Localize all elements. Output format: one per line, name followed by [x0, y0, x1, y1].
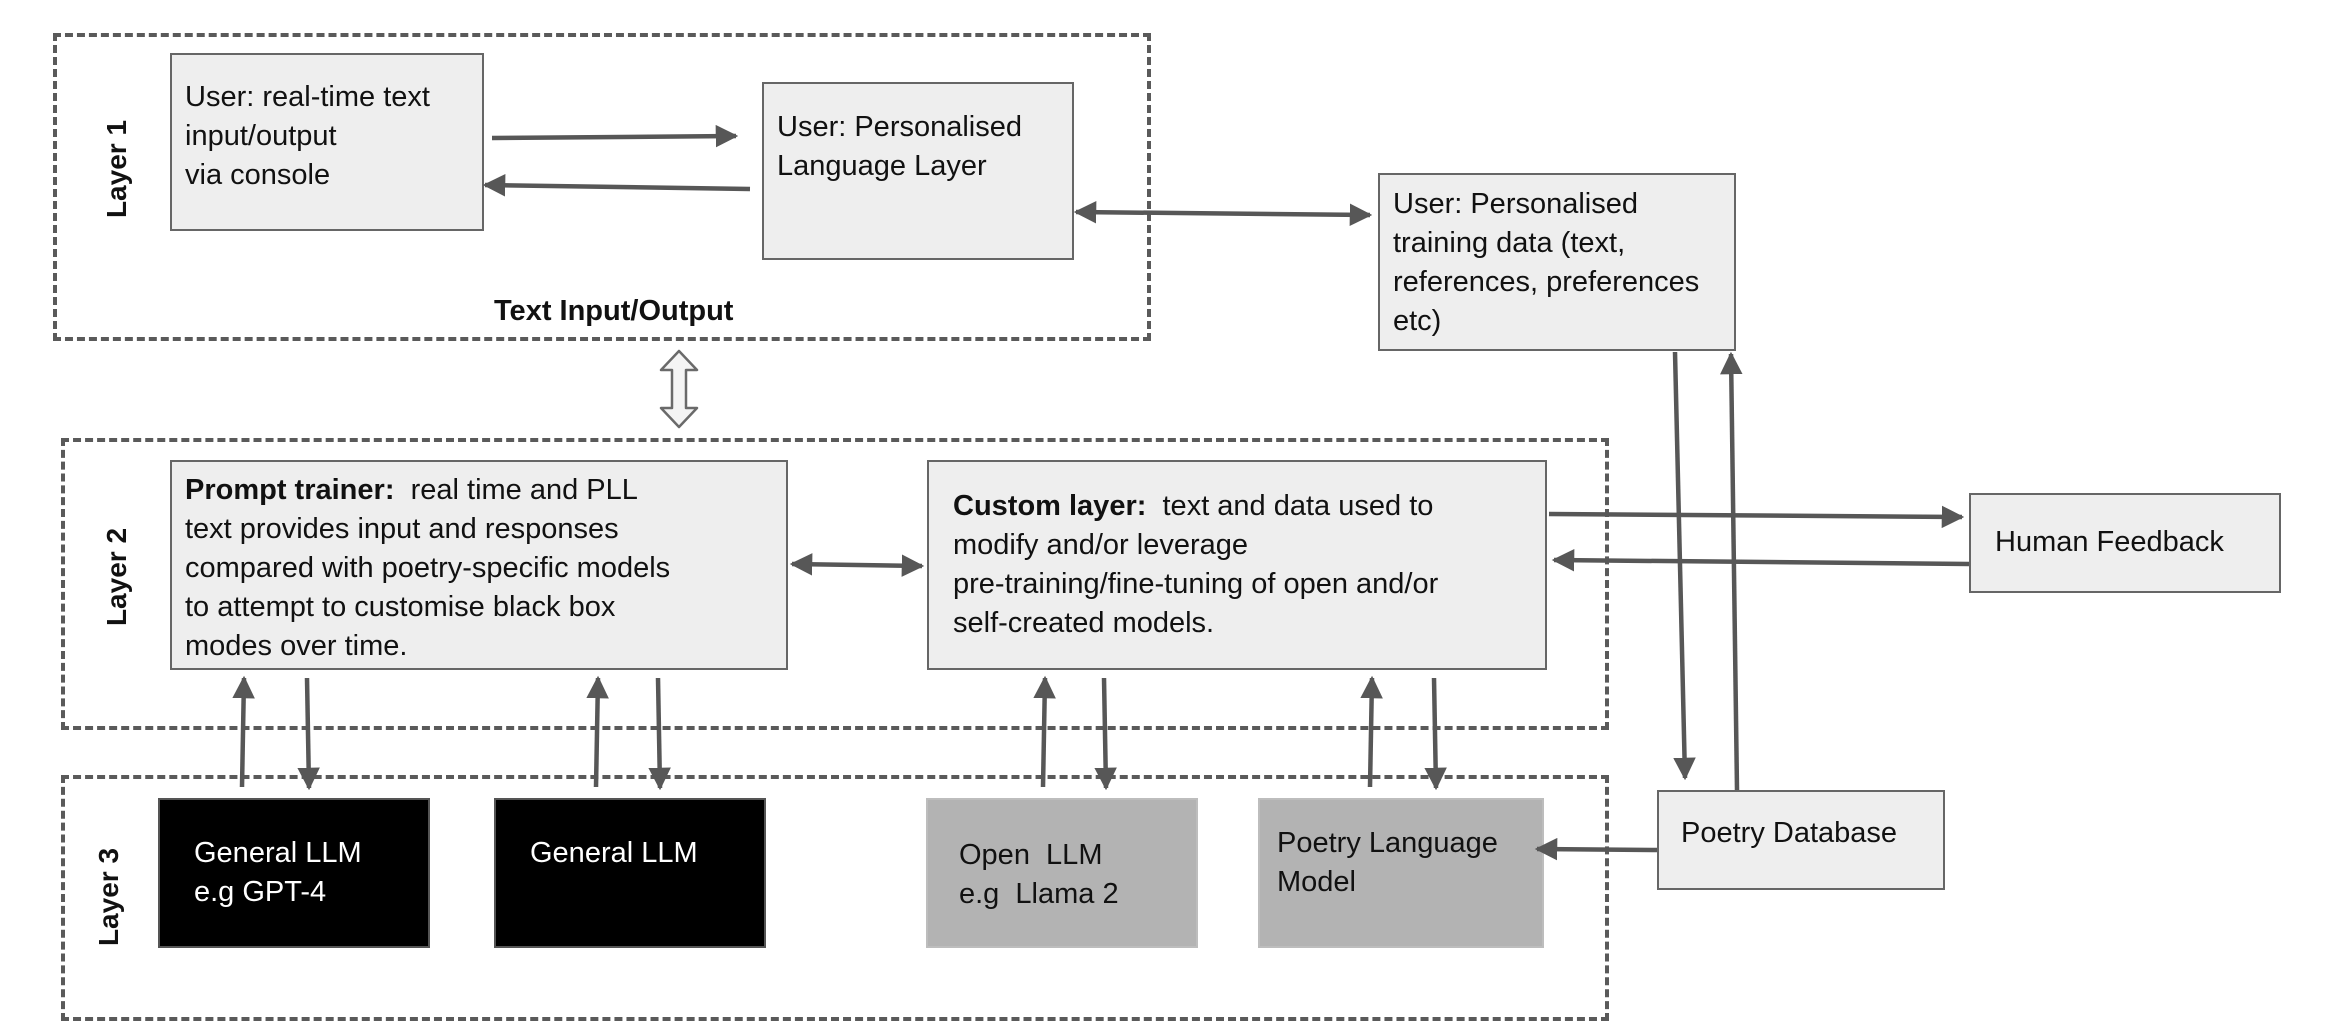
prompt-trainer-line-4: to attempt to customise black box	[185, 591, 616, 623]
layer-3-label: Layer 3	[93, 847, 124, 947]
open-llm-llama2-box: Open LLM e.g Llama 2	[926, 798, 1198, 948]
prompt-trainer-first-text: real time and PLL	[394, 474, 638, 506]
training-data-line-1: User: Personalised	[1393, 188, 1638, 220]
pll-line-2: Language Layer	[777, 150, 987, 182]
open-llm-line-1: Open LLM	[959, 839, 1103, 871]
layer-2-label: Layer 2	[101, 527, 132, 627]
layer-1-label: Layer 1	[101, 119, 132, 219]
training-data-line-3: references, preferences	[1393, 266, 1700, 298]
poetry-database-label: Poetry Database	[1681, 817, 1898, 849]
user-console-line-1: User: real-time text	[185, 81, 430, 113]
personalised-training-data-box: User: Personalised training data (text, …	[1378, 173, 1736, 351]
custom-layer-title: Custom layer:	[953, 490, 1147, 522]
layer-3-container	[61, 775, 1609, 1021]
prompt-trainer-title: Prompt trainer:	[185, 474, 395, 506]
arrow-training-data-to-poetry-db	[1672, 351, 1696, 781]
training-data-line-2: training data (text,	[1393, 227, 1626, 259]
pll-line-1: User: Personalised	[777, 111, 1022, 143]
poetry-database-box: Poetry Database	[1657, 790, 1945, 890]
prompt-trainer-line-2: text provides input and responses	[185, 513, 619, 545]
user-console-box: User: real-time text input/output via co…	[170, 53, 484, 231]
custom-layer-box: Custom layer: text and data used to modi…	[927, 460, 1547, 670]
user-console-line-3: via console	[185, 159, 331, 191]
poetry-lm-line-2: Model	[1277, 866, 1356, 898]
layer-1-caption: Text Input/Output	[494, 295, 734, 327]
prompt-trainer-line-3: compared with poetry-specific models	[185, 552, 671, 584]
layer-1-container	[53, 33, 1151, 341]
custom-layer-line-4: self-created models.	[953, 607, 1215, 639]
human-feedback-box: Human Feedback	[1969, 493, 2281, 593]
general-llm-gpt4-box: General LLM e.g GPT-4	[158, 798, 430, 948]
custom-layer-line-3: pre-training/fine-tuning of open and/or	[953, 568, 1439, 600]
arrow-poetry-db-to-training-data	[1720, 351, 1743, 791]
poetry-language-model-box: Poetry Language Model	[1258, 798, 1544, 948]
user-console-line-2: input/output	[185, 120, 337, 152]
custom-layer-first-line: Custom layer: text and data used to	[953, 487, 1545, 526]
prompt-trainer-line-5: modes over time.	[185, 630, 408, 662]
prompt-trainer-first-line: Prompt trainer: real time and PLL	[185, 471, 786, 510]
custom-layer-line-2: modify and/or leverage	[953, 529, 1248, 561]
poetry-lm-line-1: Poetry Language	[1277, 827, 1498, 859]
human-feedback-label: Human Feedback	[1995, 526, 2224, 558]
personalised-language-layer-box: User: Personalised Language Layer	[762, 82, 1074, 260]
training-data-line-4: etc)	[1393, 305, 1442, 337]
arrow-layer1-layer2-hollow	[659, 349, 699, 429]
general-llm-box: General LLM	[494, 798, 766, 948]
layer-2-container	[61, 438, 1609, 730]
general-llm-1-line-1: General LLM	[194, 837, 362, 869]
arrow-custom-to-human-feedback	[1548, 505, 1965, 529]
general-llm-2-line-1: General LLM	[530, 837, 698, 869]
general-llm-1-line-2: e.g GPT-4	[194, 876, 327, 908]
arrow-human-feedback-to-custom	[1551, 548, 1970, 572]
open-llm-line-2: e.g Llama 2	[959, 878, 1119, 910]
prompt-trainer-box: Prompt trainer: real time and PLL text p…	[170, 460, 788, 670]
custom-layer-first-text: text and data used to	[1146, 490, 1434, 522]
